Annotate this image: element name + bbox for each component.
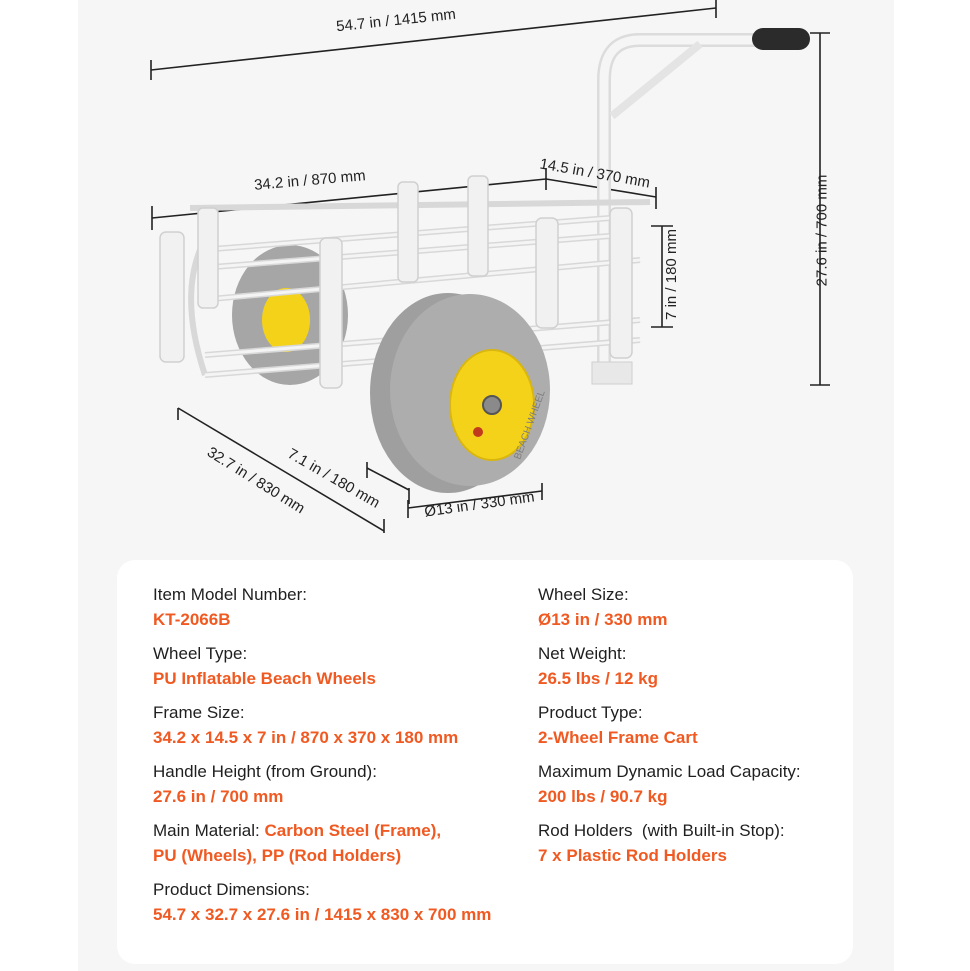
spec-net-weight-label: Net Weight: bbox=[538, 644, 627, 663]
spec-frame-size: Frame Size: 34.2 x 14.5 x 7 in / 870 x 3… bbox=[153, 700, 458, 750]
spec-main-material: Main Material: Carbon Steel (Frame), PU … bbox=[153, 818, 441, 868]
dim-line-wheel-width bbox=[366, 467, 410, 491]
spec-model-value: KT-2066B bbox=[153, 610, 231, 629]
cart-handle bbox=[591, 28, 810, 385]
handle-grip bbox=[752, 28, 810, 50]
spec-handle-height-label: Handle Height (from Ground): bbox=[153, 762, 377, 781]
spec-net-weight: Net Weight: 26.5 lbs / 12 kg bbox=[538, 641, 658, 691]
spec-wheel-type-label: Wheel Type: bbox=[153, 644, 248, 663]
spec-wheel-type-value: PU Inflatable Beach Wheels bbox=[153, 669, 376, 688]
dim-handle-height: 27.6 in / 700 mm bbox=[813, 174, 831, 287]
spec-main-material-label: Main Material: bbox=[153, 821, 265, 840]
spec-product-dimensions: Product Dimensions: 54.7 x 32.7 x 27.6 i… bbox=[153, 877, 491, 927]
spec-product-type-value: 2-Wheel Frame Cart bbox=[538, 728, 698, 747]
spec-card bbox=[117, 560, 853, 964]
spec-product-dimensions-value: 54.7 x 32.7 x 27.6 in / 1415 x 830 x 700… bbox=[153, 905, 492, 924]
spec-product-dimensions-label: Product Dimensions: bbox=[153, 880, 310, 899]
dim-line-total-length bbox=[150, 7, 717, 71]
spec-wheel-size-value: Ø13 in / 330 mm bbox=[538, 610, 668, 629]
dim-frame-height: 7 in / 180 mm bbox=[662, 229, 680, 320]
spec-load-capacity: Maximum Dynamic Load Capacity: 200 lbs /… bbox=[538, 759, 801, 809]
spec-model-label: Item Model Number: bbox=[153, 585, 307, 604]
spec-handle-height: Handle Height (from Ground): 27.6 in / 7… bbox=[153, 759, 377, 809]
spec-rod-holders-value: 7 x Plastic Rod Holders bbox=[538, 846, 727, 865]
dim-line-total-width bbox=[177, 407, 385, 532]
spec-wheel-size-label: Wheel Size: bbox=[538, 585, 629, 604]
spec-net-weight-value: 26.5 lbs / 12 kg bbox=[538, 669, 659, 688]
dim-line-wheel-diameter bbox=[407, 490, 543, 509]
spec-frame-size-label: Frame Size: bbox=[153, 703, 245, 722]
spec-product-type-label: Product Type: bbox=[538, 703, 643, 722]
spec-load-capacity-value: 200 lbs / 90.7 kg bbox=[538, 787, 668, 806]
spec-load-capacity-label: Maximum Dynamic Load Capacity: bbox=[538, 762, 801, 781]
spec-main-material-line1: Main Material: Carbon Steel (Frame), bbox=[153, 818, 441, 843]
rod-holders bbox=[159, 175, 633, 389]
front-wheel: BEACH WHEEL bbox=[370, 293, 550, 493]
cart-illustration: BEACH WHEEL bbox=[150, 0, 830, 533]
spec-model: Item Model Number: KT-2066B bbox=[153, 582, 307, 632]
spec-product-type: Product Type: 2-Wheel Frame Cart bbox=[538, 700, 698, 750]
spec-handle-height-value: 27.6 in / 700 mm bbox=[153, 787, 284, 806]
spec-rod-holders: Rod Holders (with Built-in Stop): 7 x Pl… bbox=[538, 818, 785, 868]
spec-wheel-type: Wheel Type: PU Inflatable Beach Wheels bbox=[153, 641, 376, 691]
spec-rod-holders-label: Rod Holders (with Built-in Stop): bbox=[538, 821, 785, 840]
spec-frame-size-value: 34.2 x 14.5 x 7 in / 870 x 370 x 180 mm bbox=[153, 728, 459, 747]
spec-main-material-value-line2: PU (Wheels), PP (Rod Holders) bbox=[153, 846, 402, 865]
spec-main-material-value-line1: Carbon Steel (Frame), bbox=[264, 821, 442, 840]
spec-wheel-size: Wheel Size: Ø13 in / 330 mm bbox=[538, 582, 667, 632]
